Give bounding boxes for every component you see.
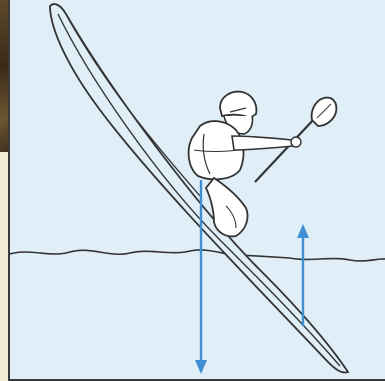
paddle-shaft xyxy=(255,118,315,182)
helmet xyxy=(220,92,256,118)
paddle-shape xyxy=(312,98,337,126)
arm xyxy=(232,136,294,150)
water-surface-line xyxy=(10,250,385,261)
kayak-diagram xyxy=(10,0,385,381)
kayak-deck-line xyxy=(68,18,200,196)
hand xyxy=(291,137,301,147)
kayak-diagram-frame xyxy=(8,0,385,381)
